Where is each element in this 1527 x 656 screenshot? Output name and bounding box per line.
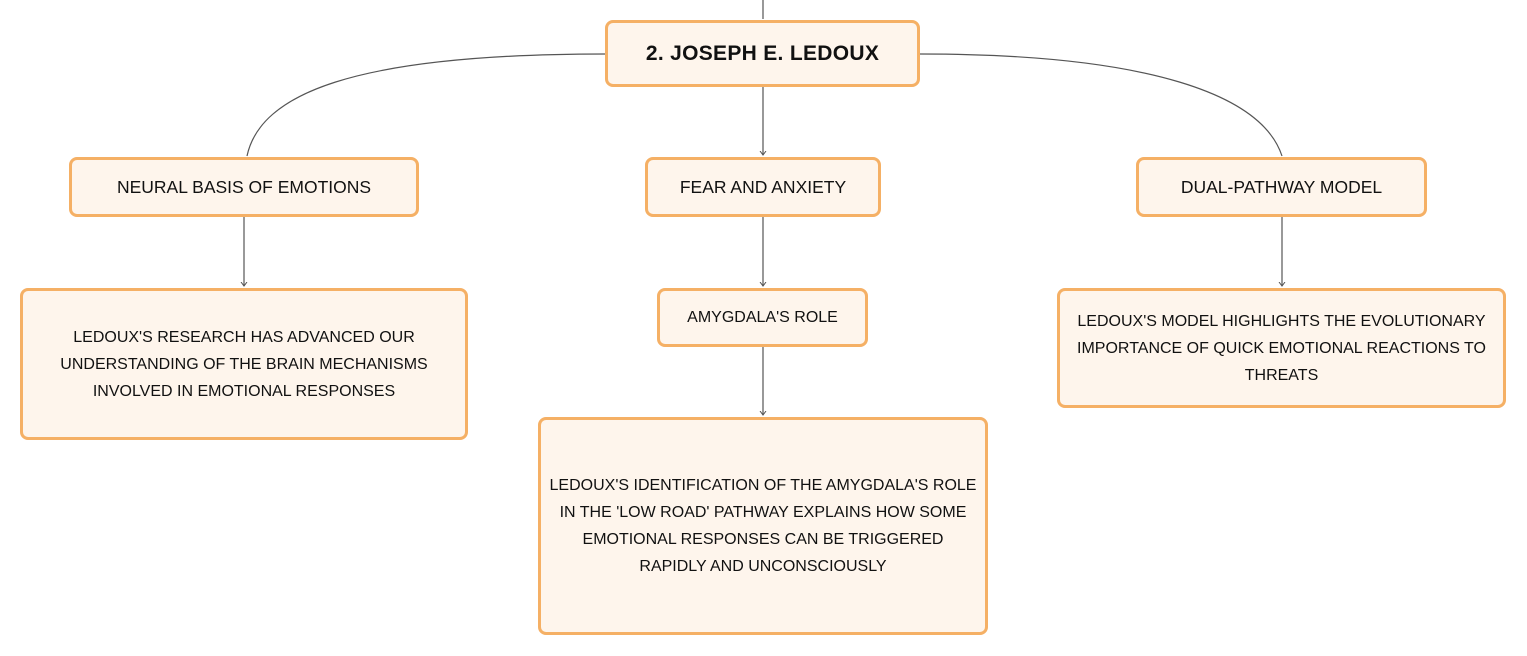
detail-node-text: LEDOUX'S RESEARCH HAS ADVANCED OUR UNDER…: [60, 328, 428, 400]
detail-node-dual-pathway[interactable]: LEDOUX'S MODEL HIGHLIGHTS THE EVOLUTIONA…: [1057, 288, 1506, 408]
detail-node-amygdala-low-road[interactable]: LEDOUX'S IDENTIFICATION OF THE AMYGDALA'…: [538, 417, 988, 635]
topic-node-label: FEAR AND ANXIETY: [679, 176, 847, 197]
detail-node-text: LEDOUX'S IDENTIFICATION OF THE AMYGDALA'…: [549, 477, 977, 575]
topic-node-label: DUAL-PATHWAY MODEL: [1180, 176, 1383, 197]
topic-node-label: NEURAL BASIS OF EMOTIONS: [116, 176, 372, 197]
detail-node-neural-basis[interactable]: LEDOUX'S RESEARCH HAS ADVANCED OUR UNDER…: [20, 288, 468, 440]
root-node-label: 2. JOSEPH E. LEDOUX: [645, 41, 880, 65]
topic-node-dual-pathway[interactable]: DUAL-PATHWAY MODEL: [1136, 157, 1427, 217]
connector-root-to-neural-basis: [246, 53, 606, 157]
root-node[interactable]: 2. JOSEPH E. LEDOUX: [605, 20, 920, 87]
topic-node-fear-anxiety[interactable]: FEAR AND ANXIETY: [645, 157, 881, 217]
topic-node-neural-basis[interactable]: NEURAL BASIS OF EMOTIONS: [69, 157, 419, 217]
detail-node-text: LEDOUX'S MODEL HIGHLIGHTS THE EVOLUTIONA…: [1077, 312, 1486, 384]
connector-root-to-dual-pathway: [919, 53, 1283, 157]
subtopic-node-label: AMYGDALA'S ROLE: [687, 308, 838, 326]
subtopic-node-amygdala-role[interactable]: AMYGDALA'S ROLE: [657, 288, 868, 347]
